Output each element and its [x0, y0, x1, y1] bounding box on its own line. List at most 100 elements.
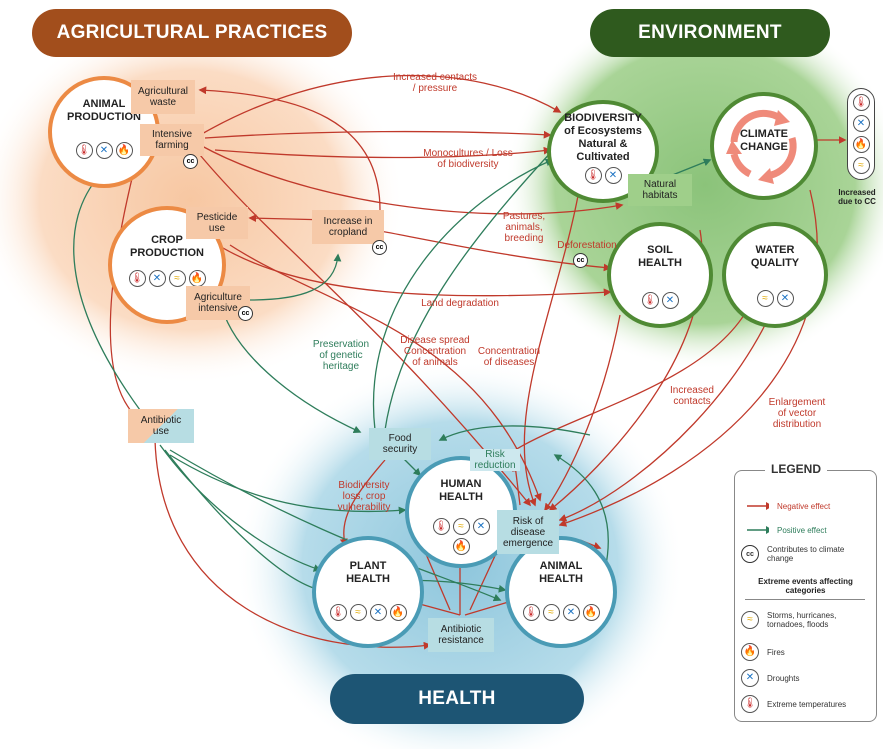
- climate-contribution-icon: cc: [372, 240, 387, 255]
- legend-temperatures-row: 🌡 Extreme temperatures: [741, 695, 846, 713]
- storm-icon: ≈: [756, 290, 774, 307]
- increase-cropland-box: Increase in cropland: [312, 210, 384, 244]
- storm-icon: ≈: [741, 611, 759, 629]
- legend-droughts-row: ✕ Droughts: [741, 669, 799, 687]
- red-arrow-icon: [747, 502, 769, 510]
- human-health-circle: HUMAN HEALTH 🌡 ≈ ✕ 🔥: [405, 456, 517, 568]
- animal-health-title: ANIMAL HEALTH: [539, 560, 583, 585]
- thermometer-icon: 🌡: [75, 142, 93, 159]
- increased-contacts-pressure-label: Increased contacts / pressure: [393, 72, 477, 94]
- drought-icon: ✕: [472, 518, 490, 535]
- legend-cc-label: Contributes to climate change: [767, 545, 845, 563]
- legend-droughts-label: Droughts: [767, 673, 800, 683]
- thermometer-icon: 🌡: [641, 292, 659, 309]
- drought-icon: ✕: [852, 115, 870, 132]
- cycle-arrows-icon: [726, 109, 797, 184]
- monocultures-label: Monocultures / Loss of biodiversity: [423, 148, 513, 170]
- thermometer-icon: 🌡: [329, 604, 347, 621]
- storm-icon: ≈: [168, 270, 186, 287]
- human-health-title: HUMAN HEALTH: [439, 478, 483, 503]
- water-quality-circle: WATER QUALITY ≈ ✕: [722, 222, 828, 328]
- legend-negative-row: Negative effect: [741, 497, 830, 515]
- crop-production-title: CROP PRODUCTION: [130, 234, 204, 259]
- fire-icon: 🔥: [852, 136, 870, 153]
- increased-due-cc-label: Increased due to CC: [838, 188, 876, 206]
- soil-health-circle: SOIL HEALTH 🌡 ✕: [607, 222, 713, 328]
- biodiversity-circle: BIODIVERSITY of Ecosystems Natural & Cul…: [547, 100, 659, 203]
- drought-icon: ✕: [148, 270, 166, 287]
- storm-icon: ≈: [452, 518, 470, 535]
- drought-icon: ✕: [776, 290, 794, 307]
- thermometer-icon: 🌡: [584, 167, 602, 184]
- increased-contacts-label: Increased contacts: [670, 385, 714, 407]
- legend-temperatures-label: Extreme temperatures: [767, 699, 847, 709]
- drought-icon: ✕: [661, 292, 679, 309]
- risk-disease-emergence-box: Risk of disease emergence: [497, 510, 559, 554]
- concentration-diseases-label: Concentration of diseases: [477, 346, 541, 368]
- fire-icon: 🔥: [188, 270, 206, 287]
- drought-icon: ✕: [95, 142, 113, 159]
- intensive-farming-box: Intensive farming: [140, 124, 204, 156]
- risk-reduction-label: Risk reduction: [470, 449, 520, 471]
- deforestation-label: Deforestation: [557, 240, 617, 251]
- pastures-label: Pastures, animals, breeding: [502, 211, 546, 244]
- thermometer-icon: 🌡: [522, 604, 540, 621]
- green-arrow-icon: [747, 526, 769, 534]
- climate-contribution-icon: cc: [573, 253, 588, 268]
- climate-contribution-icon: cc: [238, 306, 253, 321]
- legend-fires-label: Fires: [767, 647, 785, 657]
- legend-divider: [745, 599, 865, 600]
- legend-fires-row: 🔥 Fires: [741, 643, 785, 661]
- climate-change-title: CLIMATE CHANGE: [739, 128, 789, 153]
- storm-icon: ≈: [542, 604, 560, 621]
- drought-icon: ✕: [369, 604, 387, 621]
- thermometer-icon: 🌡: [741, 695, 759, 713]
- preservation-label: Preservation of genetic heritage: [312, 339, 370, 372]
- enlargement-vector-label: Enlargement of vector distribution: [768, 397, 826, 430]
- biodiversity-loss-label: Biodiversity loss, crop vulnerability: [337, 480, 391, 513]
- climate-contribution-icon: cc: [183, 154, 198, 169]
- thermometer-icon: 🌡: [852, 94, 870, 111]
- agricultural-waste-box: Agricultural waste: [131, 80, 195, 114]
- water-quality-title: WATER QUALITY: [750, 244, 800, 269]
- soil-health-title: SOIL HEALTH: [638, 244, 682, 269]
- legend-negative-label: Negative effect: [777, 501, 831, 511]
- fire-icon: 🔥: [741, 643, 759, 661]
- animal-production-title: ANIMAL PRODUCTION: [67, 98, 141, 123]
- land-degradation-label: Land degradation: [421, 298, 499, 309]
- legend-storms-row: ≈ Storms, hurricanes, tornadoes, floods: [741, 611, 836, 629]
- environment-banner: ENVIRONMENT: [590, 9, 830, 57]
- legend-cc-row: cc Contributes to climate change: [741, 545, 844, 563]
- legend-title: LEGEND: [765, 462, 828, 476]
- animal-health-circle: ANIMAL HEALTH 🌡 ≈ ✕ 🔥: [505, 536, 617, 648]
- storm-icon: ≈: [349, 604, 367, 621]
- thermometer-icon: 🌡: [128, 270, 146, 287]
- disease-spread-label: Disease spread Concentration of animals: [400, 335, 470, 368]
- biodiversity-title: BIODIVERSITY of Ecosystems Natural & Cul…: [564, 112, 642, 163]
- drought-icon: ✕: [604, 167, 622, 184]
- thermometer-icon: 🌡: [432, 518, 450, 535]
- pesticide-use-box: Pesticide use: [186, 207, 248, 239]
- increased-due-cc-pill: 🌡 ✕ 🔥 ≈: [847, 88, 875, 180]
- plant-health-circle: PLANT HEALTH 🌡 ≈ ✕ 🔥: [312, 536, 424, 648]
- drought-icon: ✕: [562, 604, 580, 621]
- legend-storms-label: Storms, hurricanes, tornadoes, floods: [767, 611, 837, 629]
- climate-contribution-icon: cc: [741, 545, 759, 563]
- antibiotic-resistance-box: Antibiotic resistance: [428, 618, 494, 652]
- antibiotic-use-box: Antibiotic use: [128, 409, 194, 443]
- agricultural-practices-banner: AGRICULTURAL PRACTICES: [32, 9, 352, 57]
- storm-icon: ≈: [852, 157, 870, 174]
- health-banner: HEALTH: [330, 674, 584, 724]
- natural-habitats-box: Natural habitats: [628, 174, 692, 206]
- legend-extreme-heading: Extreme events affecting categories: [758, 577, 853, 595]
- plant-health-title: PLANT HEALTH: [346, 560, 390, 585]
- legend-panel: LEGEND Negative effect Positive effect c…: [734, 462, 877, 722]
- legend-positive-label: Positive effect: [777, 525, 827, 535]
- legend-positive-row: Positive effect: [741, 521, 827, 539]
- fire-icon: 🔥: [452, 538, 470, 555]
- fire-icon: 🔥: [582, 604, 600, 621]
- drought-icon: ✕: [741, 669, 759, 687]
- fire-icon: 🔥: [389, 604, 407, 621]
- food-security-box: Food security: [369, 428, 431, 460]
- fire-icon: 🔥: [115, 142, 133, 159]
